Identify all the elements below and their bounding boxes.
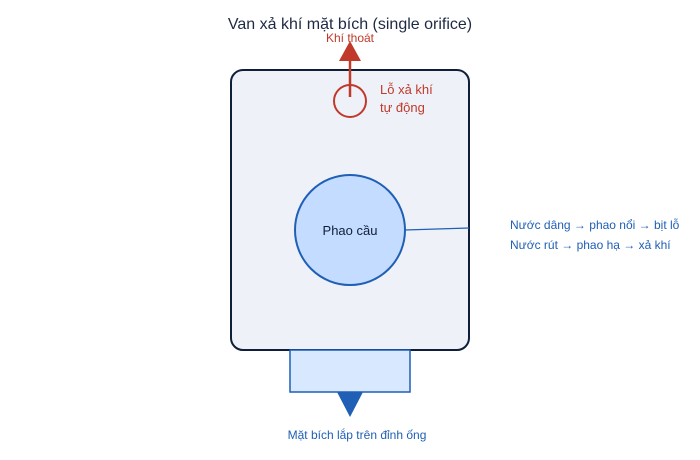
note-leader-line	[404, 227, 470, 231]
orifice-label-line1: Lỗ xả khí	[380, 82, 433, 97]
float-label: Phao cầu	[323, 223, 378, 238]
orifice-label-line2: tự động	[380, 100, 425, 115]
flange	[289, 349, 411, 393]
flange-label: Mặt bích lắp trên đỉnh ống	[288, 427, 427, 442]
diagram-title: Van xả khí mặt bích (single orifice)	[228, 16, 472, 33]
note-line2: Nước rút → phao hạ → xả khí	[510, 238, 671, 252]
arrow-up-icon	[339, 41, 361, 61]
note-line1: Nước dâng → phao nổi → bịt lỗ	[510, 217, 680, 232]
arrow-down-icon	[337, 392, 363, 417]
gas-out-label: Khí thoát	[326, 31, 375, 45]
